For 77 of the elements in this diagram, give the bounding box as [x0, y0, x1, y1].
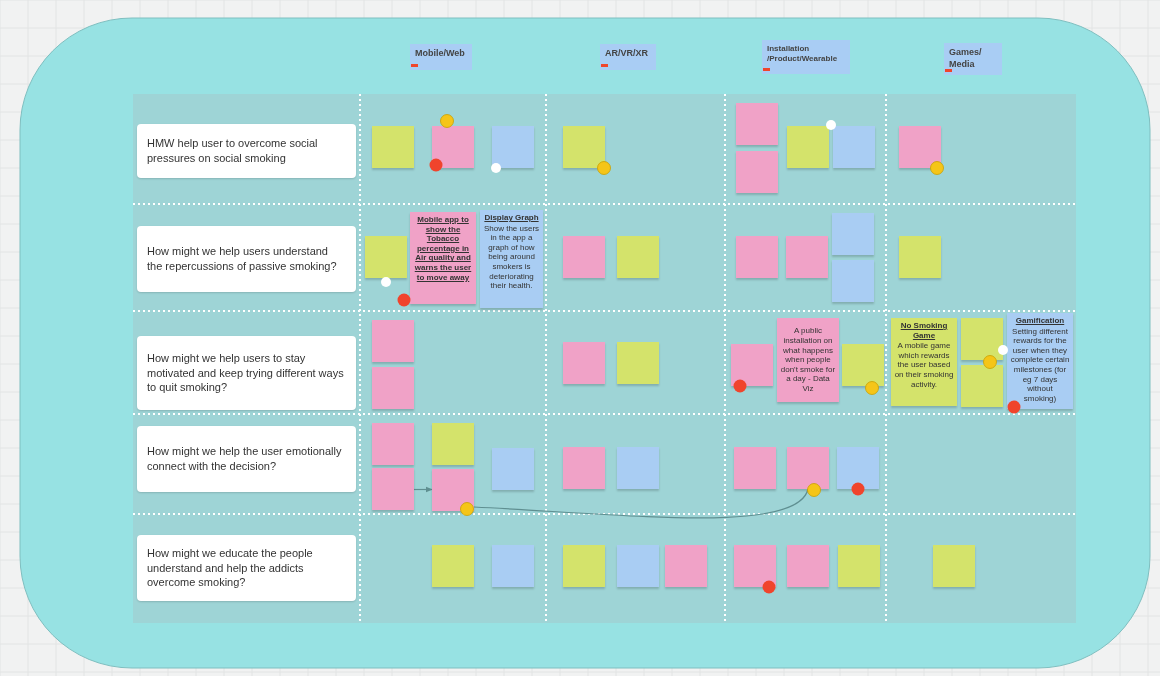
- column-header-note: [600, 44, 656, 70]
- sticky-note: [410, 212, 476, 304]
- column-header-note: [762, 40, 850, 74]
- sticky-note: [832, 260, 874, 302]
- sticky-note: [372, 423, 414, 465]
- sticky-note: [777, 318, 839, 402]
- column-header-text: Games/ Media: [949, 47, 983, 71]
- sticky-note: [563, 236, 605, 278]
- sticky-note: [734, 447, 776, 489]
- sticky-note: [365, 236, 407, 278]
- sticky-text: Setting different rewards for the user when they complete certain milestones (for eg 7 days without smoking): [1010, 326, 1070, 404]
- sticky-text: A mobile game which rewards the user based on their smoking activity.: [894, 341, 954, 390]
- sticky-note: [665, 545, 707, 587]
- sticky-note: [432, 545, 474, 587]
- sticky-text: A public installation on what happens when people don't smoke for a day - Data Viz: [780, 326, 836, 394]
- question-text: How might we help users understand the repercussions of passive smoking?: [147, 244, 338, 274]
- sticky-note: [837, 447, 879, 489]
- sticky-note: [899, 236, 941, 278]
- column-header-note: [410, 44, 472, 70]
- sticky-text: Mobile app to show the Tobacco percentage in Air quality and warns the user to move away: [413, 215, 473, 283]
- sticky-note: [480, 210, 543, 308]
- sticky-note: [787, 126, 829, 168]
- sticky-note: [899, 126, 941, 168]
- sticky-note: [787, 447, 829, 489]
- question-card: [137, 426, 356, 492]
- column-header-note: [944, 43, 1002, 75]
- sticky-note: [838, 545, 880, 587]
- connector: [473, 488, 809, 519]
- sticky-note: [891, 318, 957, 406]
- sticky-note: [736, 103, 778, 145]
- sticky-note: [563, 342, 605, 384]
- question-text: How might we help users to stay motivated and keep trying different ways to quit smoking?: [147, 350, 345, 396]
- sticky-note: [832, 213, 874, 255]
- sticky-note: [842, 344, 884, 386]
- sticky-note: [1007, 313, 1073, 409]
- sticky-note: [731, 344, 773, 386]
- sticky-note: [563, 545, 605, 587]
- question-card: [137, 535, 356, 601]
- sticky-note: [736, 151, 778, 193]
- sticky-note: [492, 448, 534, 490]
- sticky-note: [492, 545, 534, 587]
- sticky-note: [372, 320, 414, 362]
- sticky-note: [372, 468, 414, 510]
- column-header-text: Mobile/Web: [415, 48, 466, 60]
- sticky-note: [432, 469, 474, 511]
- connector: [413, 486, 433, 493]
- question-text: HMW help user to overcome social pressures on social smoking: [147, 136, 319, 166]
- question-card: [137, 124, 356, 178]
- sticky-note: [787, 545, 829, 587]
- sticky-note: [372, 126, 414, 168]
- sticky-note: [617, 342, 659, 384]
- question-card: [137, 336, 356, 410]
- column-header-text: Installation /Product/Wearable: [767, 44, 839, 65]
- sticky-note: [617, 545, 659, 587]
- sticky-note: [734, 545, 776, 587]
- sticky-note: [833, 126, 875, 168]
- sticky-note: [372, 367, 414, 409]
- sticky-heading: Display Graph: [484, 213, 539, 223]
- sticky-note: [432, 126, 474, 168]
- question-card: [137, 226, 356, 292]
- sticky-note: [933, 545, 975, 587]
- question-text: How might we educate the people understand and help the addicts overcome smoking?: [147, 545, 314, 591]
- sticky-text: Show the users in the app a graph of how being around smokers is deteriorating their health.: [483, 223, 540, 291]
- sticky-note: [563, 126, 605, 168]
- sticky-note: [563, 447, 605, 489]
- sticky-note: [617, 447, 659, 489]
- column-header-text: AR/VR/XR: [605, 48, 649, 60]
- sticky-note: [961, 318, 1003, 360]
- sticky-note: [432, 423, 474, 465]
- sticky-note: [786, 236, 828, 278]
- sticky-heading: No Smoking Game: [899, 321, 949, 341]
- sticky-note: [961, 365, 1003, 407]
- question-text: How might we help the user emotionally connect with the decision?: [147, 444, 343, 474]
- sticky-note: [736, 236, 778, 278]
- sticky-note: [617, 236, 659, 278]
- sticky-note: [492, 126, 534, 168]
- sticky-heading: Gamification: [1015, 316, 1065, 326]
